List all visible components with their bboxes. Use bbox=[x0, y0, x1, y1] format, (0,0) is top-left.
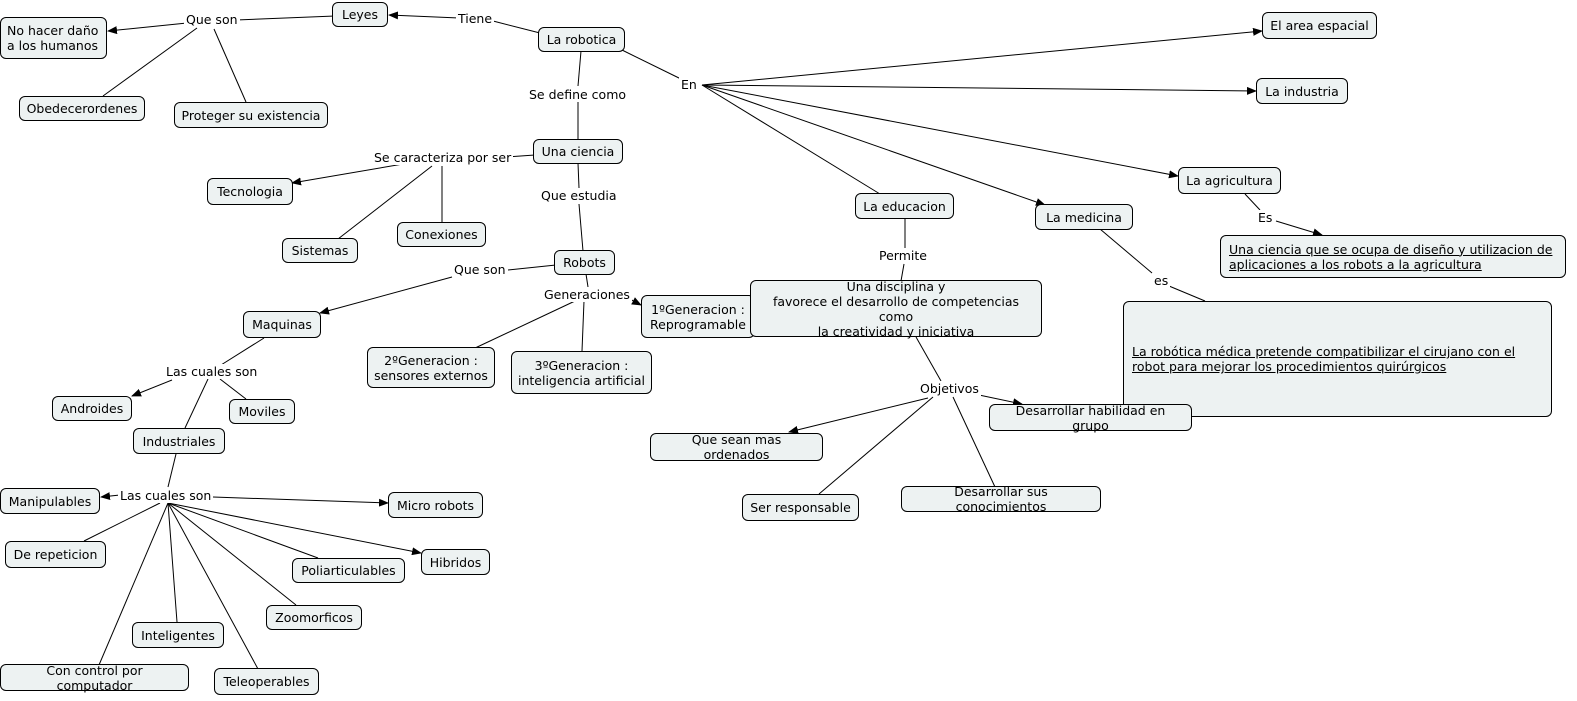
link-label-que-estudia: Que estudia bbox=[539, 188, 619, 203]
node-desarrollar-conocimientos[interactable]: Desarrollar sus conocimientos bbox=[901, 484, 1101, 514]
node-no-hacer-danio[interactable]: No hacer daño a los humanos bbox=[0, 17, 107, 59]
link-label-es-agricultura: Es bbox=[1256, 210, 1275, 225]
link-label-que-son-robots: Que son bbox=[452, 262, 508, 277]
node-manipulables[interactable]: Manipulables bbox=[0, 488, 100, 514]
node-maquinas[interactable]: Maquinas bbox=[243, 311, 321, 338]
node-industriales[interactable]: Industriales bbox=[133, 428, 225, 454]
node-disciplina[interactable]: Una disciplina y favorece el desarrollo … bbox=[750, 279, 1042, 339]
link-label-en: En bbox=[679, 77, 699, 92]
link-label-es-medicina: es bbox=[1152, 273, 1171, 288]
link-label-permite: Permite bbox=[877, 248, 929, 263]
node-poliarticulables[interactable]: Poliarticulables bbox=[292, 558, 405, 583]
node-sistemas[interactable]: Sistemas bbox=[282, 238, 358, 263]
link-label-se-define-como: Se define como bbox=[527, 87, 629, 102]
link-label-tiene: Tiene bbox=[456, 11, 495, 26]
node-medicina[interactable]: La medicina bbox=[1035, 204, 1133, 230]
link-label-objetivos: Objetivos bbox=[918, 381, 981, 396]
node-proteger-existencia[interactable]: Proteger su existencia bbox=[174, 102, 328, 128]
node-generacion-1[interactable]: 1ºGeneracion : Reprogramable bbox=[641, 295, 755, 338]
node-mas-ordenados[interactable]: Que sean mas ordenados bbox=[650, 432, 823, 462]
node-robots[interactable]: Robots bbox=[554, 250, 615, 275]
node-tecnologia[interactable]: Tecnologia bbox=[207, 178, 293, 205]
node-area-espacial[interactable]: El area espacial bbox=[1262, 12, 1377, 39]
node-agricultura[interactable]: La agricultura bbox=[1178, 167, 1281, 194]
link-label-se-caracteriza: Se caracteriza por ser bbox=[372, 150, 514, 165]
link-label-las-cuales-son-1: Las cuales son bbox=[164, 364, 260, 379]
link-label-las-cuales-son-2: Las cuales son bbox=[118, 488, 214, 503]
node-zoomorficos[interactable]: Zoomorficos bbox=[266, 605, 362, 630]
node-agricultura-definicion[interactable]: Una ciencia que se ocupa de diseño y uti… bbox=[1220, 235, 1566, 278]
node-generacion-2[interactable]: 2ºGeneracion : sensores externos bbox=[367, 347, 495, 388]
node-con-control-computador[interactable]: Con control por computador bbox=[0, 663, 189, 693]
node-teleoperables[interactable]: Teleoperables bbox=[214, 668, 319, 695]
node-inteligentes[interactable]: Inteligentes bbox=[132, 622, 224, 648]
node-educacion[interactable]: La educacion bbox=[855, 193, 954, 219]
node-la-robotica[interactable]: La robotica bbox=[538, 27, 625, 52]
node-leyes[interactable]: Leyes bbox=[332, 2, 388, 27]
node-una-ciencia[interactable]: Una ciencia bbox=[533, 139, 623, 164]
node-ser-responsable[interactable]: Ser responsable bbox=[742, 494, 859, 521]
node-moviles[interactable]: Moviles bbox=[229, 399, 295, 424]
node-habilidad-grupo[interactable]: Desarrollar habilidad en grupo bbox=[989, 403, 1192, 433]
node-androides[interactable]: Androides bbox=[52, 396, 132, 421]
node-generacion-3[interactable]: 3ºGeneracion : inteligencia artificial bbox=[511, 351, 652, 394]
node-obedecer-ordenes[interactable]: Obedecerordenes bbox=[19, 96, 145, 121]
link-label-que-son-leyes: Que son bbox=[184, 12, 240, 27]
node-industria[interactable]: La industria bbox=[1256, 78, 1348, 104]
node-hibridos[interactable]: Hibridos bbox=[421, 549, 490, 575]
node-micro-robots[interactable]: Micro robots bbox=[388, 492, 483, 518]
node-de-repeticion[interactable]: De repeticion bbox=[5, 541, 106, 568]
link-label-generaciones: Generaciones bbox=[542, 287, 632, 302]
node-conexiones[interactable]: Conexiones bbox=[397, 222, 486, 247]
node-medicina-definicion[interactable]: La robótica médica pretende compatibiliz… bbox=[1123, 301, 1552, 417]
